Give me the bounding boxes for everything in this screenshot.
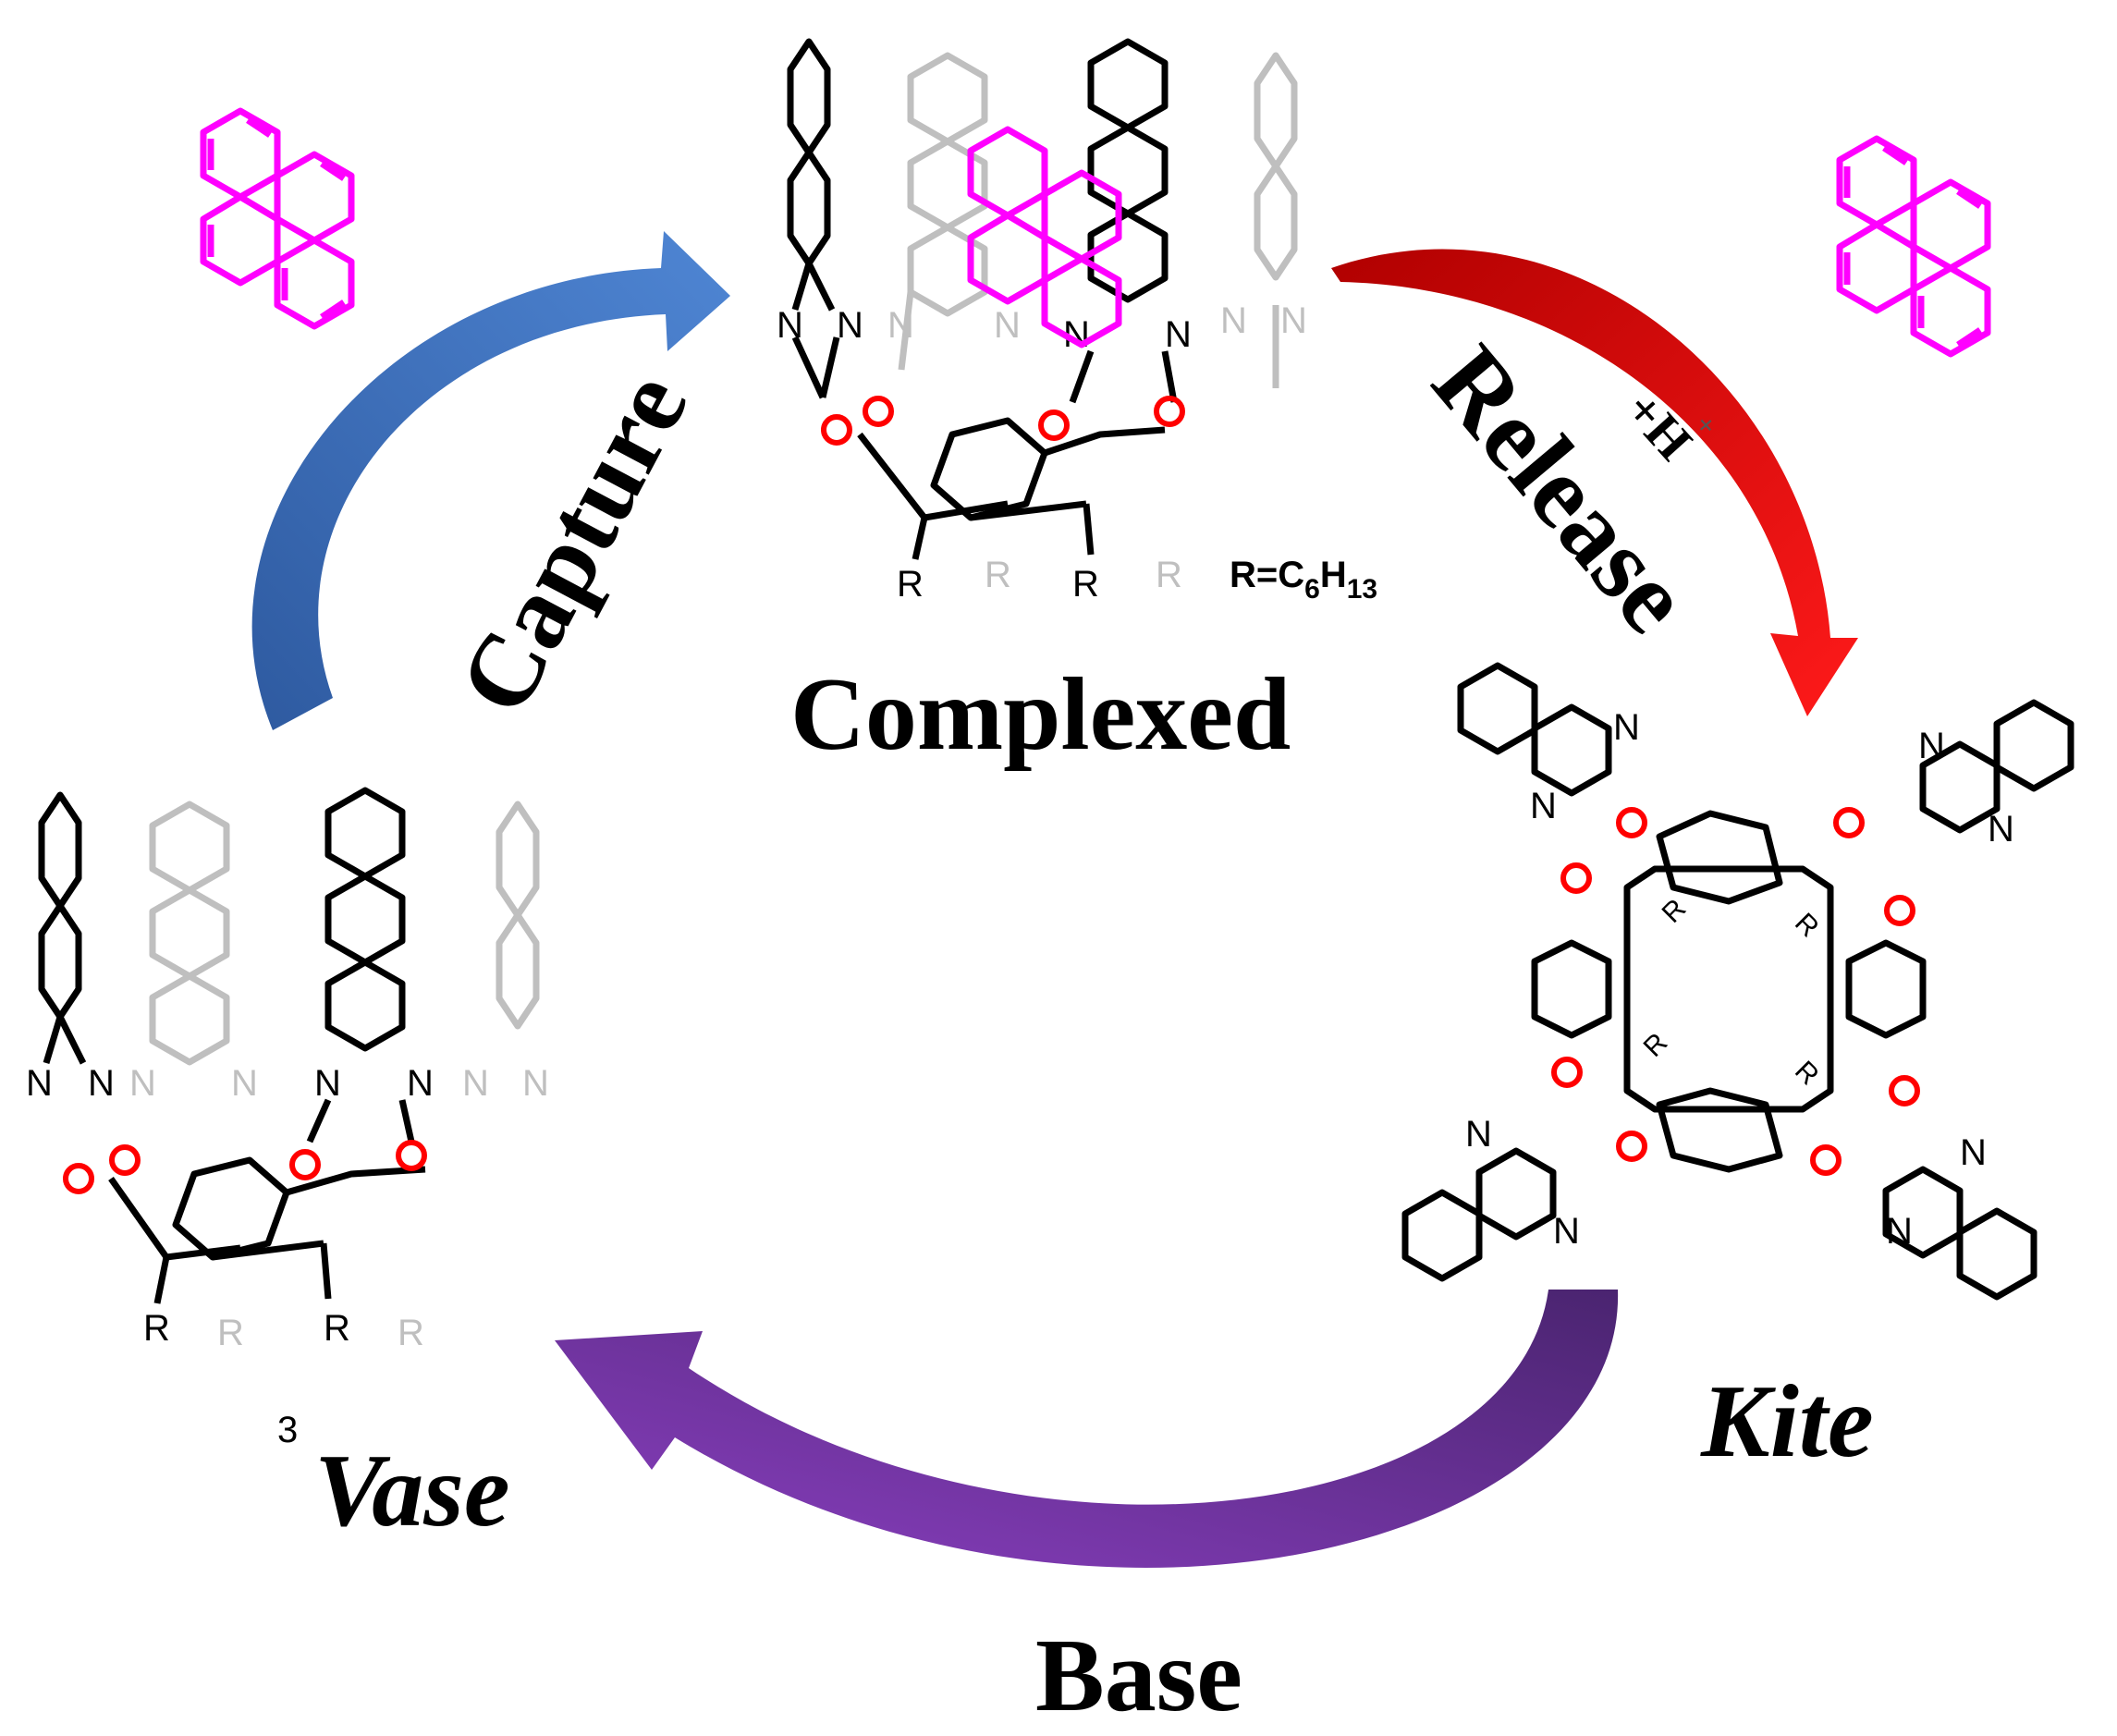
svg-text:N: N xyxy=(1165,314,1192,355)
svg-text:R: R xyxy=(1789,908,1825,944)
base-arrow xyxy=(555,1290,1619,1568)
svg-text:N: N xyxy=(1613,707,1640,748)
complexed-label: Complexed xyxy=(790,657,1291,772)
kite-structure: N N N N N N N N R R R R xyxy=(1401,662,2074,1301)
vase-label: Vase xyxy=(314,1434,510,1548)
svg-text:N: N xyxy=(887,305,914,346)
svg-text:N: N xyxy=(314,1063,341,1104)
svg-text:R: R xyxy=(1789,1056,1825,1092)
svg-text:R: R xyxy=(1072,564,1099,605)
svg-text:R: R xyxy=(143,1308,170,1349)
svg-text:N: N xyxy=(88,1063,115,1104)
svg-text:R: R xyxy=(897,564,924,605)
svg-text:N: N xyxy=(1988,809,2014,850)
svg-text:N: N xyxy=(777,305,803,346)
svg-text:R: R xyxy=(398,1313,424,1353)
svg-text:R: R xyxy=(217,1313,244,1353)
svg-text:R: R xyxy=(985,555,1011,595)
vase-number: 3 xyxy=(277,1410,298,1450)
svg-text:R: R xyxy=(324,1308,350,1349)
svg-text:N: N xyxy=(1886,1211,1913,1252)
svg-text:R: R xyxy=(1657,893,1693,929)
capture-arrow xyxy=(251,231,730,730)
svg-text:N: N xyxy=(994,305,1021,346)
svg-text:N: N xyxy=(1280,300,1307,341)
svg-text:N: N xyxy=(1465,1114,1492,1155)
pyrene-guest-right xyxy=(1836,135,1991,358)
complexed-structure: N N N N R R N xyxy=(777,38,1307,605)
svg-text:R: R xyxy=(1638,1027,1674,1063)
kite-label: Kite xyxy=(1700,1364,1874,1479)
pyrene-guest-left xyxy=(200,107,355,330)
base-label: Base xyxy=(1035,1619,1242,1733)
svg-text:N: N xyxy=(231,1063,258,1104)
svg-text:N: N xyxy=(462,1063,489,1104)
release-arrow xyxy=(1331,249,1858,716)
svg-text:R: R xyxy=(1156,555,1182,595)
svg-text:N: N xyxy=(837,305,863,346)
svg-text:N: N xyxy=(1918,726,1945,766)
svg-text:N: N xyxy=(407,1063,434,1104)
svg-text:N: N xyxy=(522,1063,549,1104)
svg-text:N: N xyxy=(26,1063,53,1104)
svg-text:R=C6H13: R=C6H13 xyxy=(1230,555,1377,605)
r-definition: R=C6H13 xyxy=(1230,555,1377,605)
svg-text:N: N xyxy=(1960,1132,1987,1173)
svg-text:N: N xyxy=(1220,300,1247,341)
vase-structure: N N N N R R N N N N xyxy=(26,787,549,1353)
svg-text:N: N xyxy=(1553,1211,1580,1252)
svg-text:N: N xyxy=(129,1063,156,1104)
svg-text:N: N xyxy=(1530,786,1557,826)
capture-label: Capture xyxy=(437,355,710,732)
